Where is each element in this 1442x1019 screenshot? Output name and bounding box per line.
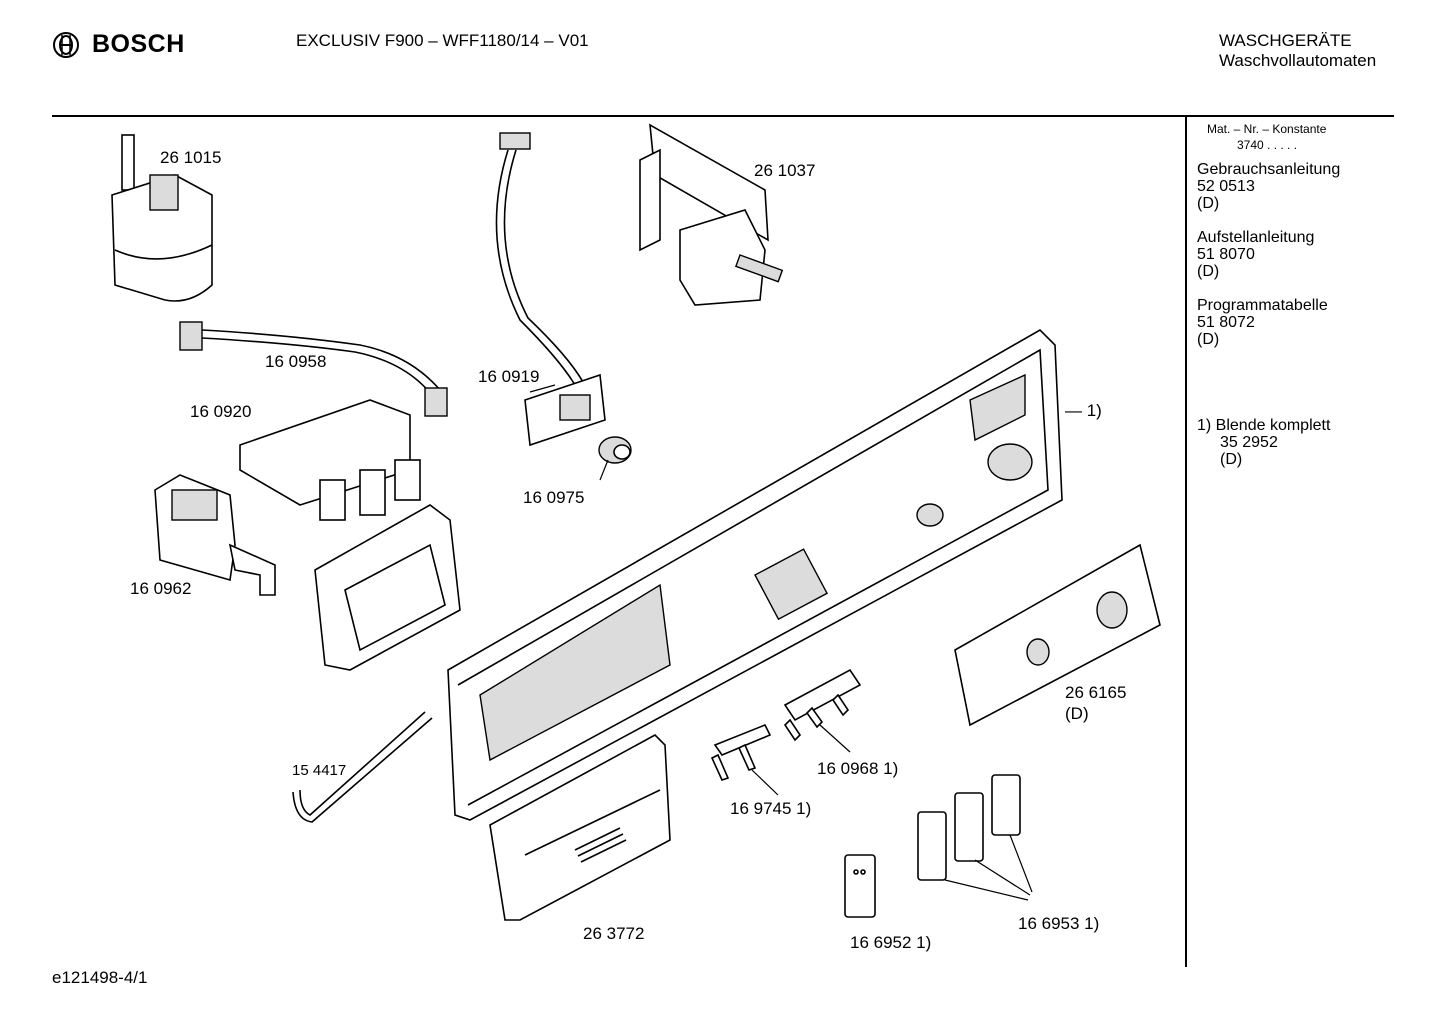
part-160919-drawing bbox=[495, 132, 606, 447]
part-261015-drawing bbox=[111, 134, 213, 302]
part-169745-drawing bbox=[710, 723, 779, 796]
part-label: 16 0975 bbox=[523, 488, 585, 507]
part-label: 26 6165 bbox=[1065, 683, 1127, 702]
header-divider bbox=[52, 115, 1394, 117]
part-label: 16 0962 bbox=[130, 579, 192, 598]
part-label: 26 1015 bbox=[160, 148, 222, 167]
doc-lang: (D) bbox=[1197, 331, 1220, 348]
doc-title: Gebrauchsanleitung bbox=[1197, 161, 1341, 178]
sidebar-divider bbox=[1185, 117, 1187, 967]
part-label: 15 4417 bbox=[292, 762, 347, 779]
part-label: 16 0919 bbox=[478, 367, 540, 386]
drawing-code: e121498-4/1 bbox=[52, 968, 148, 987]
part-160962-drawing bbox=[154, 474, 276, 596]
part-160968-drawing bbox=[783, 668, 862, 753]
model-title: EXCLUSIV F900 – WFF1180/14 – V01 bbox=[296, 31, 589, 50]
part-label: 26 3772 bbox=[583, 924, 645, 943]
mat-nr-label: Mat. – Nr. – Konstante bbox=[1207, 122, 1327, 136]
doc-lang: (D) bbox=[1197, 195, 1220, 212]
brand-name: BOSCH bbox=[92, 30, 185, 58]
doc-number: 51 8072 bbox=[1197, 314, 1255, 331]
footnote-lang: (D) bbox=[1220, 451, 1243, 468]
main-panel-drawing bbox=[447, 329, 1063, 821]
part-160920-drawing bbox=[239, 399, 421, 521]
part-label: 16 6952 1) bbox=[850, 933, 932, 952]
part-154417-drawing bbox=[292, 711, 433, 823]
part-160975-drawing bbox=[598, 436, 632, 464]
footnote-number: 35 2952 bbox=[1220, 434, 1278, 451]
doc-title: Aufstellanleitung bbox=[1197, 229, 1315, 246]
part-label: 16 0920 bbox=[190, 402, 252, 421]
part-label: 26 1037 bbox=[754, 161, 816, 180]
part-166952-drawing bbox=[844, 854, 876, 918]
doc-number: 52 0513 bbox=[1197, 178, 1255, 195]
part-166953-drawing bbox=[917, 774, 1033, 901]
doc-title: Programmatabelle bbox=[1197, 297, 1328, 314]
exploded-view-drawing bbox=[111, 123, 1161, 921]
part-label: 16 6953 1) bbox=[1018, 914, 1100, 933]
part-261037-drawing bbox=[639, 123, 784, 306]
part-label: 16 0958 bbox=[265, 352, 327, 371]
part-160958-drawing bbox=[179, 321, 448, 417]
doc-number: 51 8070 bbox=[1197, 246, 1255, 263]
doc-lang: (D) bbox=[1197, 263, 1220, 280]
subcategory-title: Waschvollautomaten bbox=[1219, 51, 1377, 70]
part-label: 16 0968 1) bbox=[817, 759, 899, 778]
bosch-armature-icon bbox=[53, 31, 79, 58]
part-label: (D) bbox=[1065, 704, 1089, 723]
part-266165-drawing bbox=[954, 543, 1161, 727]
part-label: 16 9745 1) bbox=[730, 799, 812, 818]
button-frame-drawing bbox=[314, 504, 461, 671]
brand-logo: BOSCH bbox=[52, 30, 185, 59]
footnote-title: 1) Blende komplett bbox=[1197, 417, 1331, 434]
mat-nr-value: 3740 . . . . . bbox=[1237, 138, 1298, 152]
category-title: WASCHGERÄTE bbox=[1219, 31, 1352, 50]
part-label: — 1) bbox=[1065, 401, 1102, 420]
part-263772-drawing bbox=[489, 734, 671, 921]
